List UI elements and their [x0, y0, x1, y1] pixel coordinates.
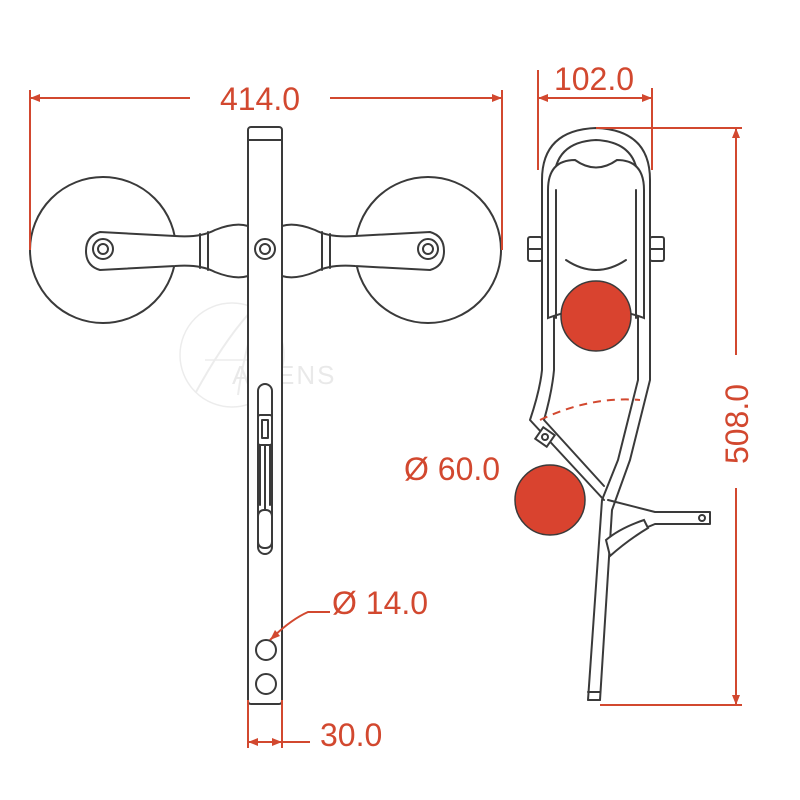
- label-bar-width: 30.0: [320, 717, 382, 753]
- ball-measured: [514, 464, 586, 536]
- label-overall-height: 508.0: [719, 384, 755, 464]
- bar-hole-upper: [255, 639, 277, 661]
- side-view: [527, 127, 711, 701]
- ball-in-roller: [560, 280, 632, 352]
- bar-hole-lower: [255, 673, 277, 695]
- label-ball-diameter: Ø 60.0: [404, 451, 500, 487]
- dashed-arc: [539, 398, 641, 421]
- label-hole-diameter: Ø 14.0: [332, 585, 428, 621]
- label-overall-width: 414.0: [220, 81, 300, 117]
- dimension-bar-width: [247, 700, 310, 748]
- dimension-hole-diameter: [269, 611, 330, 641]
- dimension-overall-height: [596, 127, 742, 706]
- dimension-overall-width: [29, 90, 503, 250]
- label-roller-width: 102.0: [554, 61, 634, 97]
- front-view: [29, 126, 502, 705]
